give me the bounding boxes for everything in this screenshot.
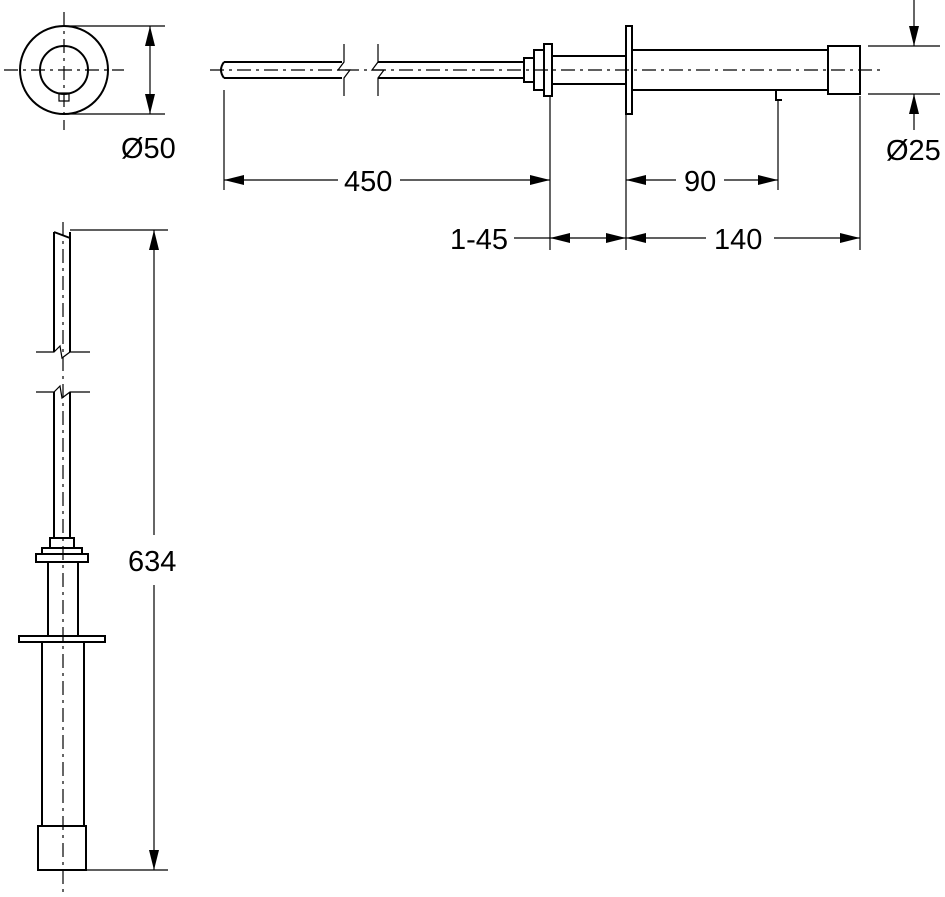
threaded-rod: [552, 55, 626, 85]
arrow: [149, 850, 159, 870]
dim-adjust-range: 1-45: [450, 224, 508, 256]
break-mark-top: [36, 344, 90, 360]
dim-diameter-spout: Ø25: [886, 135, 941, 167]
front-view: Ø50: [4, 12, 176, 165]
nut-small-v: [49, 537, 75, 549]
arrow: [909, 26, 919, 46]
threaded-rod-v: [47, 562, 79, 636]
arrow: [145, 26, 155, 46]
vertical-view: 634: [18, 222, 176, 895]
arrow: [224, 175, 244, 185]
arrow: [840, 233, 860, 243]
dim-total-height: 634: [128, 546, 176, 578]
break-mark-right: [370, 44, 386, 96]
arrow: [149, 230, 159, 250]
dim-length-rod: 450: [344, 166, 392, 198]
arrow: [758, 175, 778, 185]
arrow: [626, 175, 646, 185]
rod-lower: [53, 392, 71, 538]
arrow: [909, 94, 919, 114]
nut-washer: [543, 43, 553, 97]
arrow: [606, 233, 626, 243]
rod-left: [220, 61, 342, 79]
nut-washer-v: [35, 553, 89, 563]
break-mark-bottom: [36, 384, 90, 400]
spout-tip-v: [37, 825, 87, 871]
sensor-notch: [58, 92, 70, 102]
dim-diameter-flange: Ø50: [121, 133, 176, 165]
rod-right: [378, 61, 524, 79]
break-mark-left: [336, 44, 352, 96]
spout-tip: [827, 45, 861, 95]
arrow: [145, 94, 155, 114]
arrow: [626, 233, 646, 243]
sensor-outlet: [775, 90, 782, 101]
dim-projection: 140: [714, 224, 762, 256]
side-view: 450 90 1-45 140 Ø25: [210, 0, 941, 256]
rod-top: [53, 231, 71, 352]
dim-length-outlet: 90: [684, 166, 716, 198]
arrow: [550, 233, 570, 243]
arrow: [530, 175, 550, 185]
